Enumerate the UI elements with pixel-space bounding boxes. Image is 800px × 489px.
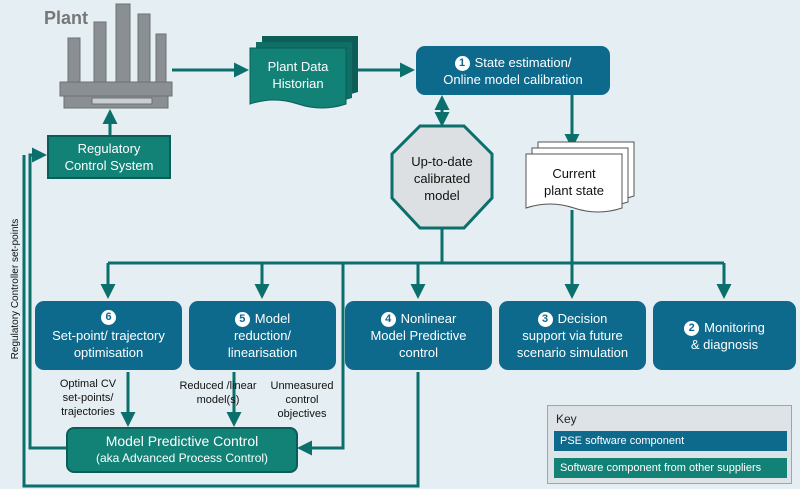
- badge-6: 6: [101, 310, 116, 325]
- model-reduction-line1: 5 Model: [234, 310, 291, 327]
- unmeasured-line2: control: [285, 394, 319, 406]
- setpoint-optimisation-box[interactable]: 6 Set-point/ trajectory optimisation: [35, 301, 182, 370]
- decision-title: Decision: [557, 311, 608, 326]
- monitoring-line2: & diagnosis: [690, 336, 759, 352]
- unmeasured-line1: Unmeasured: [270, 380, 334, 392]
- nonlinear-line3: control: [398, 345, 439, 360]
- optimal-cv-label: Optimal CV set-points/ trajectories: [52, 377, 124, 419]
- key-title: Key: [556, 412, 577, 426]
- nonlinear-line1: 4 Nonlinear: [380, 310, 457, 327]
- unmeasured-objectives-label: Unmeasured control objectives: [265, 379, 339, 421]
- arrow-mpc-regulatory: [28, 147, 66, 450]
- current-state-line1: Current: [552, 166, 596, 181]
- reduced-models-label: Reduced /linear model(s): [172, 379, 264, 407]
- plant-pipe-highlight: [91, 97, 153, 105]
- calibrated-line3: model: [424, 187, 460, 203]
- state-estimation-title: State estimation/: [474, 54, 572, 70]
- current-state-shape: [525, 141, 635, 213]
- historian-line2: Historian: [272, 76, 324, 91]
- badge-5: 5: [234, 312, 250, 327]
- calibrated-line1: Up-to-date: [411, 153, 473, 169]
- regulatory-setpoints-vertical-label: Regulatory Controller set-points: [10, 218, 21, 360]
- legend-key: Key PSE software component Software comp…: [547, 405, 792, 484]
- reduced-line2: model(s): [196, 394, 240, 406]
- decision-line3: scenario simulation: [516, 345, 629, 360]
- plant-column-5: [155, 33, 167, 85]
- regulatory-control-box[interactable]: Regulatory Control System: [47, 135, 171, 179]
- nonlinear-mpc-box[interactable]: 4 Nonlinear Model Predictive control: [345, 301, 492, 370]
- key-pse-swatch: PSE software component: [554, 431, 787, 451]
- plant-column-4: [137, 13, 151, 85]
- reduced-line1: Reduced /linear: [179, 380, 257, 392]
- unmeasured-line3: objectives: [277, 408, 327, 420]
- optimal-cv-line3: trajectories: [61, 406, 115, 418]
- decision-line1: 3 Decision: [537, 310, 608, 327]
- current-state-line2: plant state: [544, 183, 604, 198]
- state-estimation-line2: Online model calibration: [443, 71, 583, 87]
- line-outer-loop: [22, 155, 420, 488]
- historian-text: Plant Data Historian: [250, 52, 346, 98]
- arrow-objectives-mpc: [297, 263, 345, 456]
- regulatory-line2: Control System: [64, 158, 154, 173]
- nonlinear-title: Nonlinear: [400, 311, 457, 326]
- mpc-line2: (aka Advanced Process Control): [95, 451, 269, 465]
- setpoint-line1: Set-point/ trajectory: [52, 328, 165, 343]
- decision-support-box[interactable]: 3 Decision support via future scenario si…: [499, 301, 646, 370]
- historian-shape: [249, 36, 358, 109]
- setpoint-line2: optimisation: [73, 345, 144, 360]
- calibrated-model-octagon: [390, 124, 494, 230]
- nonlinear-line2: Model Predictive: [370, 328, 467, 343]
- mpc-line1: Model Predictive Control: [105, 433, 259, 449]
- decision-line2: support via future: [522, 328, 623, 343]
- mpc-box[interactable]: Model Predictive Control (aka Advanced P…: [66, 427, 298, 473]
- plant-base: [59, 81, 173, 97]
- current-state-text: Current plant state: [526, 162, 622, 202]
- badge-4: 4: [380, 312, 396, 327]
- model-reduction-line2: reduction/: [233, 328, 292, 343]
- badge-3: 3: [537, 312, 553, 327]
- badge-2: 2: [684, 320, 700, 336]
- monitoring-title: Monitoring: [704, 319, 765, 335]
- number-badge-1: 1: [454, 55, 470, 71]
- model-reduction-title: Model: [254, 311, 291, 326]
- key-other-swatch: Software component from other suppliers: [554, 458, 787, 478]
- plant-illustration: [59, 3, 173, 109]
- plant-column-1: [67, 37, 81, 85]
- optimal-cv-line1: Optimal CV: [59, 378, 117, 390]
- model-reduction-box[interactable]: 5 Model reduction/ linearisation: [189, 301, 336, 370]
- historian-line1: Plant Data: [267, 59, 329, 74]
- calibrated-line2: calibrated: [413, 170, 471, 186]
- regulatory-line1: Regulatory: [77, 141, 141, 156]
- optimal-cv-line2: set-points/: [62, 392, 114, 404]
- model-reduction-line3: linearisation: [227, 345, 298, 360]
- calibrated-model-text: Up-to-date calibrated model: [392, 148, 492, 208]
- plant-column-3: [115, 3, 131, 85]
- plant-label: Plant: [44, 8, 89, 28]
